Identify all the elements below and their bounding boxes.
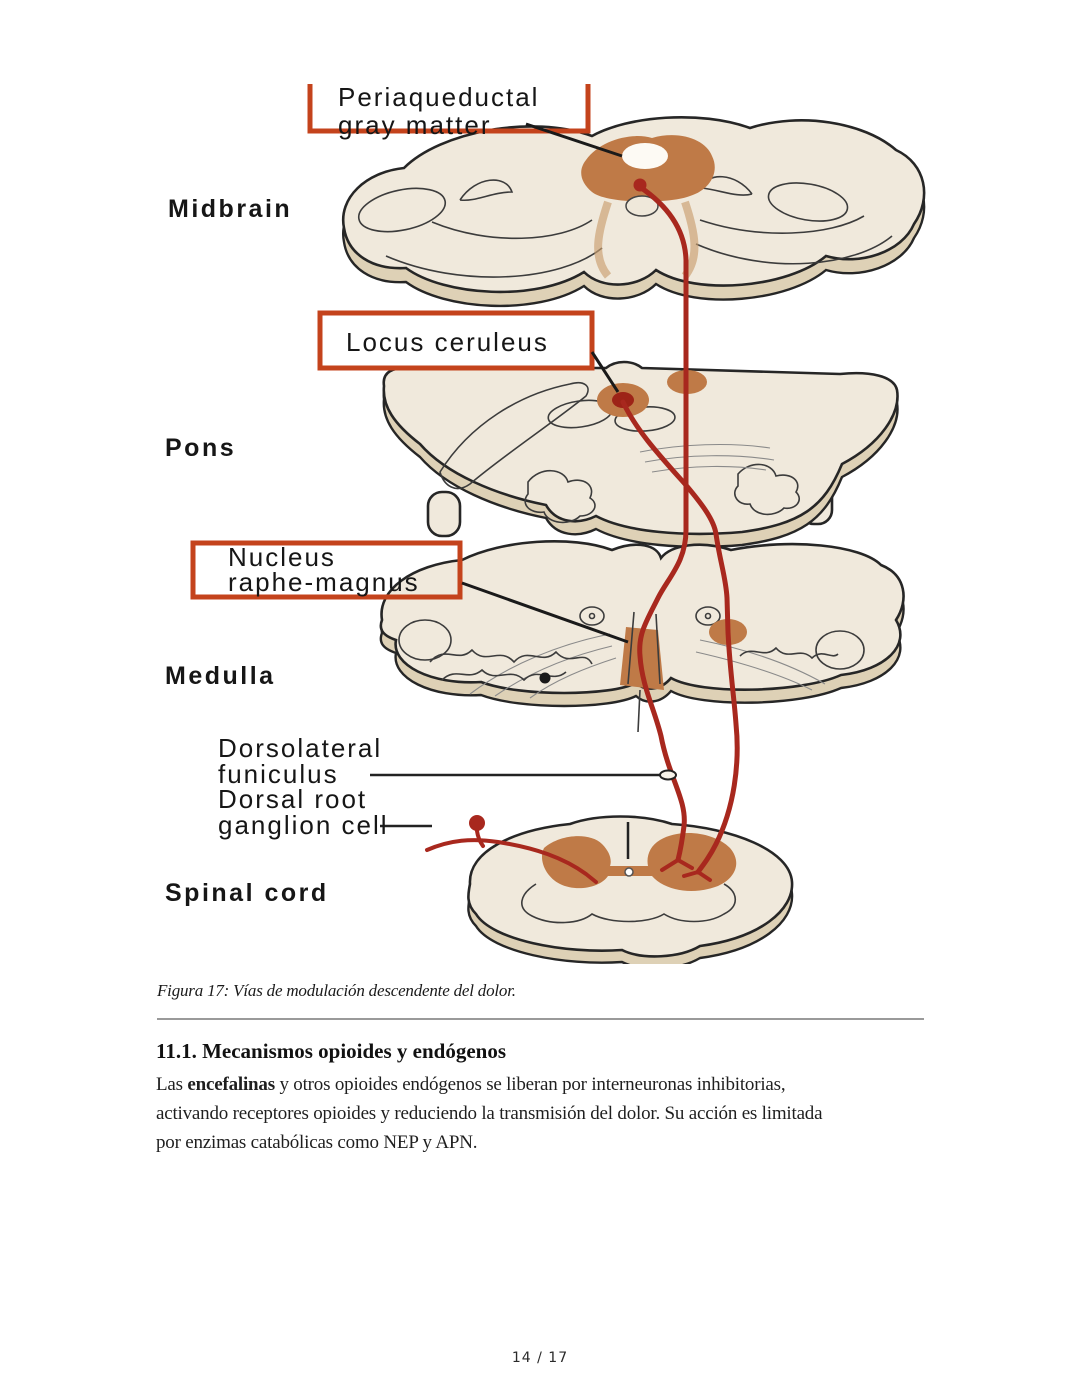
pons-peduncle-stub xyxy=(426,490,462,538)
pons-band-detail xyxy=(439,381,589,490)
cerebral-aqueduct xyxy=(622,143,668,169)
label-dorsolateral-line1: Dorsolateral xyxy=(218,733,382,763)
medulla-raphe-seam xyxy=(627,611,661,733)
medulla-nucleus-detail xyxy=(695,606,721,626)
paragraph-text: Las xyxy=(156,1074,188,1095)
medulla-nucleus-detail xyxy=(815,630,865,670)
midbrain-sulcus xyxy=(431,219,593,240)
medulla-nucleus-detail xyxy=(579,606,605,626)
drg-stalk xyxy=(475,829,485,848)
medulla-fan-line xyxy=(494,645,613,697)
midbrain-sulcus xyxy=(699,215,865,234)
callout-box-nucleus-raphe-magnus xyxy=(190,540,463,600)
section-heading: 11.1. Mecanismos opioides y endógenos xyxy=(156,1039,507,1063)
pain-pathways-illustration: Periaqueductal gray matter Locus ceruleu… xyxy=(165,84,926,964)
callout-box-periaqueductal xyxy=(307,84,591,134)
callout-text-locus-ceruleus: Locus ceruleus xyxy=(346,327,549,357)
midbrain-sulcus xyxy=(357,187,447,233)
callout-text-periaqueductal-line1: Periaqueductal xyxy=(338,84,539,112)
callout-periaqueductal: Periaqueductal gray matter xyxy=(307,84,623,158)
midbrain-sulcus xyxy=(767,182,849,222)
label-dorsal-root-line2: ganglion cell xyxy=(218,810,389,840)
drg-cell-body xyxy=(469,815,485,831)
descending-pathways xyxy=(425,184,740,884)
pons-cloud-detail xyxy=(734,463,800,516)
drg-afferent-fiber xyxy=(425,838,598,884)
midbrain-fiber-bundle xyxy=(594,200,612,279)
medulla-black-dot xyxy=(539,672,551,684)
callout-box-locus-ceruleus xyxy=(317,310,595,371)
funiculus-marker xyxy=(659,769,677,781)
figure-caption: Figura 17: Vías de modulación descendent… xyxy=(157,981,516,1000)
region-label-spinal-cord: Spinal cord xyxy=(165,879,329,907)
figure-diagram: Periaqueductal gray matter Locus ceruleu… xyxy=(140,84,940,964)
pons-cloud-detail xyxy=(524,469,596,524)
midbrain-section xyxy=(341,116,926,308)
page-indicator: 14 / 17 xyxy=(511,1350,569,1366)
section-divider xyxy=(157,1018,924,1020)
medulla-fan-line xyxy=(529,657,617,699)
spinal-cord-section xyxy=(467,815,794,964)
region-label-midbrain: Midbrain xyxy=(168,195,292,223)
pons-fiber-scribble xyxy=(644,455,775,463)
medulla-fan-line xyxy=(699,639,826,685)
pathway-terminal-branches xyxy=(660,858,694,872)
paragraph-line-2: activando receptores opioides y reducien… xyxy=(156,1103,823,1124)
callout-text-nucleus-line1: Nucleus xyxy=(228,542,336,572)
paragraph-bold-term: encefalinas xyxy=(187,1074,275,1095)
inferior-olive-squiggle xyxy=(739,646,839,660)
callout-text-nucleus-line2: raphe-magnus xyxy=(228,567,420,597)
pointer-line-periaqueductal xyxy=(525,122,623,158)
spinal-cord-cross-section xyxy=(467,815,794,958)
medulla-nucleus-detail xyxy=(398,619,452,661)
medulla-nucleus-dot xyxy=(588,612,596,620)
paragraph-line-1: Las encefalinas y otros opioides endógen… xyxy=(156,1070,956,1099)
ventral-horn-outline xyxy=(521,883,737,924)
midbrain-sulcus xyxy=(459,179,514,202)
midbrain-fiber-bundle xyxy=(681,200,699,279)
callout-text-periaqueductal-line2: gray matter xyxy=(338,110,492,140)
label-dorsolateral-line2: funiculus xyxy=(218,759,339,789)
descending-pathway-pag xyxy=(637,184,689,863)
central-canal xyxy=(624,867,634,877)
callout-nucleus-raphe-magnus: Nucleus raphe-magnus xyxy=(190,540,629,644)
callout-locus-ceruleus: Locus ceruleus xyxy=(317,310,620,393)
inferior-olive-squiggle xyxy=(429,648,593,665)
medulla-nucleus-dot xyxy=(704,612,712,620)
medulla-fan-line xyxy=(695,651,813,691)
pons-fiber-scribble xyxy=(651,465,767,473)
pointer-line-locus-ceruleus xyxy=(590,351,620,393)
descending-pathway-locus-ceruleus xyxy=(620,399,740,875)
body-paragraph: Las encefalinas y otros opioides endógen… xyxy=(156,1070,956,1157)
midbrain-sulcus xyxy=(695,235,893,265)
midbrain-tegmentum-detail xyxy=(625,195,659,217)
region-label-medulla: Medulla xyxy=(165,662,276,690)
paragraph-line-3: por enzimas catabólicas como NEP y APN. xyxy=(156,1132,478,1153)
paragraph-text: y otros opioides endógenos se liberan po… xyxy=(274,1074,786,1095)
medulla-cross-section xyxy=(379,539,905,695)
pons-section xyxy=(382,360,899,549)
midbrain-sulcus xyxy=(385,247,603,278)
label-dorsal-root-line1: Dorsal root xyxy=(218,784,367,814)
pathway-terminal-branches xyxy=(682,870,712,882)
region-label-pons: Pons xyxy=(165,434,236,462)
pointer-line-nucleus-raphe-magnus xyxy=(461,581,629,644)
